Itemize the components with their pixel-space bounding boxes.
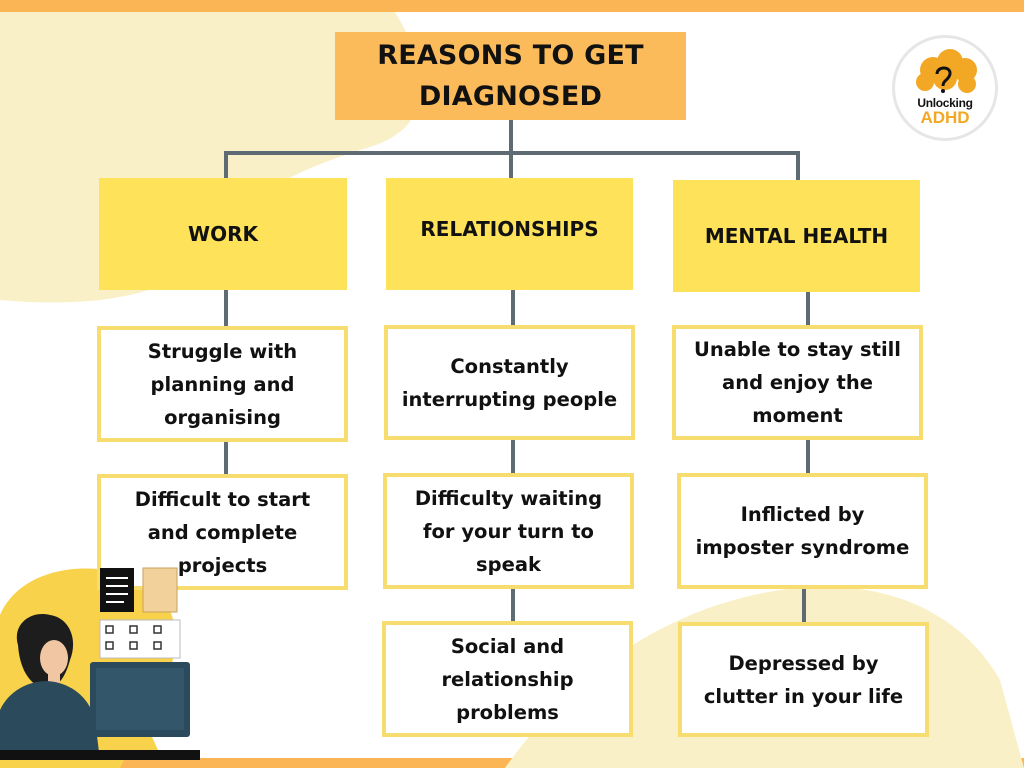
top-band	[0, 0, 1024, 12]
logo-text-unlocking: Unlocking	[917, 96, 973, 110]
reason-text: Unable to stay still and enjoy the momen…	[693, 338, 901, 427]
brain-logo-icon	[916, 49, 977, 93]
reason-card: Difficulty waiting for your turn to spea…	[383, 473, 634, 589]
reason-card: Unable to stay still and enjoy the momen…	[672, 325, 923, 440]
reason-card: Struggle with planning and organising	[97, 326, 348, 442]
reason-card: Constantly interrupting people	[384, 325, 635, 440]
woman-at-computer-illustration	[0, 567, 200, 760]
category-label: WORK	[188, 222, 258, 246]
reason-text: Depressed by clutter in your life	[703, 651, 904, 708]
reason-text: Difficult to start and complete projects	[134, 487, 311, 577]
reason-card: Depressed by clutter in your life	[678, 622, 929, 737]
page-title: REASONS TO GET DIAGNOSED	[377, 40, 644, 112]
document-icon	[100, 568, 134, 612]
logo-badge: Unlocking ADHD	[892, 35, 998, 141]
reason-text: Difficulty waiting for your turn to spea…	[414, 486, 603, 576]
category-label: MENTAL HEALTH	[704, 224, 889, 248]
category-label: RELATIONSHIPS	[420, 217, 599, 241]
reason-text: Social and relationship problems	[441, 634, 574, 724]
notes-icon	[142, 567, 178, 613]
logo-text-adhd: ADHD	[920, 108, 970, 127]
reason-text: Constantly interrupting people	[401, 354, 618, 411]
category-work: WORK	[99, 178, 347, 290]
category-mental-health: MENTAL HEALTH	[673, 180, 920, 292]
reason-card: Difficult to start and complete projects	[97, 474, 348, 590]
reason-text: Inflicted by imposter syndrome	[695, 503, 910, 559]
reason-card: Inflicted by imposter syndrome	[677, 473, 928, 589]
reason-text: Struggle with planning and organising	[147, 339, 298, 429]
category-relationships: RELATIONSHIPS	[386, 178, 633, 290]
title-box: REASONS TO GET DIAGNOSED	[335, 32, 686, 120]
reason-card: Social and relationship problems	[382, 621, 633, 737]
